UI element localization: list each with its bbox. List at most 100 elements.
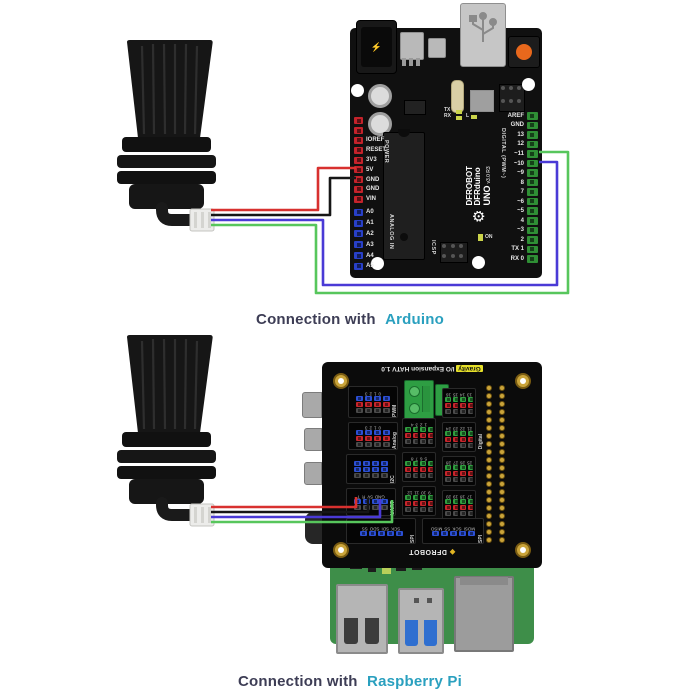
hat-pin (445, 465, 451, 471)
power-pin-row: 3V3 (354, 155, 386, 165)
power-pin-row: GND (354, 185, 386, 195)
hat-pin (460, 431, 466, 437)
hat-pin (405, 433, 411, 439)
power-terminal (404, 380, 434, 420)
hat-pin (412, 467, 418, 473)
power-pin-row: 5V (354, 165, 386, 175)
gpio-hole (499, 537, 505, 543)
caption-raspberry-pi: Connection with Raspberry Pi (0, 673, 700, 690)
group-label: UART (390, 501, 396, 515)
hat-pin (405, 427, 411, 433)
gpio-hole (499, 505, 505, 511)
wire-red-to-5v (211, 166, 356, 212)
gpio-hole (486, 433, 492, 439)
icsp-header (440, 242, 468, 263)
analog-pin-row: A0 (354, 207, 374, 218)
hat-pin (467, 505, 473, 511)
gpio-hole (486, 465, 492, 471)
gpio-hole (486, 393, 492, 399)
hat-pin (420, 467, 426, 473)
hat-pin (460, 471, 466, 477)
hat-pin (381, 472, 388, 478)
pin-8 (527, 178, 538, 187)
hat-pin (372, 460, 379, 466)
power-pin-label: 5V (366, 166, 374, 173)
caption-highlight: Arduino (385, 311, 444, 328)
mount-hole (351, 84, 364, 97)
hat-pin (467, 531, 475, 537)
hat-pin (460, 511, 466, 517)
pin-A0 (354, 208, 363, 216)
l-led-group: L (466, 114, 478, 119)
hat-pin (445, 471, 451, 477)
power-pin-label: 3V3 (366, 157, 377, 164)
hat-pin (467, 499, 473, 505)
mount-hole (333, 373, 349, 389)
analog-pin-row: A3 (354, 239, 374, 250)
analog-pin-row: A4 (354, 250, 374, 261)
pin-row (445, 403, 473, 409)
mount-hole (333, 542, 349, 558)
terminal-screw (409, 403, 420, 414)
analog-pin-label: A4 (366, 252, 374, 259)
digital-pin-row: ~5 (468, 206, 538, 216)
hat-pin (445, 443, 451, 449)
hat-pin (431, 531, 439, 537)
pin-row (405, 461, 433, 467)
gpio-hole (486, 473, 492, 479)
digital-pin-row: 13 (468, 130, 538, 140)
hat-pin (368, 531, 376, 537)
gpio-hole (499, 441, 505, 447)
pin-A3 (354, 241, 363, 249)
voltage-regulator (400, 32, 424, 60)
pin-row (351, 442, 395, 448)
gpio-hole (486, 481, 492, 487)
hat-pin (452, 403, 458, 409)
hat-pin (445, 403, 451, 409)
mount-hole (515, 373, 531, 389)
pin-12 (527, 140, 538, 149)
hat-pin (405, 495, 411, 501)
analog-pin-label: A2 (366, 230, 374, 237)
pin-row (425, 531, 481, 537)
digital-pin-label: RX 0 (510, 255, 524, 262)
hat-pin (405, 507, 411, 513)
hat-pin (412, 461, 418, 467)
digital-pin-label: ~9 (517, 170, 524, 177)
pin-row (405, 473, 433, 479)
digital-pin-row: TX 1 (468, 245, 538, 255)
power-pin-label: IOREF (366, 137, 385, 144)
pin-row (349, 499, 393, 505)
hat-pin (445, 437, 451, 443)
hat-pin (427, 433, 433, 439)
hat-pin (363, 466, 370, 472)
gpio-hole (486, 521, 492, 527)
analog-pin-label: A0 (366, 209, 374, 216)
hat-pin (383, 396, 390, 402)
hat-pin (386, 531, 394, 537)
hat-pin (445, 397, 451, 403)
pin-3V3 (354, 156, 363, 164)
capacitor (368, 112, 392, 136)
hat-pin (381, 499, 388, 505)
gpio-hole (499, 417, 505, 423)
digital-pin-label: AREF (507, 112, 524, 119)
hat-pin (467, 477, 473, 483)
hat-pin (412, 473, 418, 479)
gpio-hole (499, 513, 505, 519)
hat-pin (383, 402, 390, 408)
hat-pin (365, 430, 372, 436)
hat-pin (445, 409, 451, 415)
hat-pin (445, 431, 451, 437)
pin-GND (527, 121, 538, 130)
hat-pin (420, 433, 426, 439)
hat-pin (460, 409, 466, 415)
hat-pin (374, 442, 381, 448)
